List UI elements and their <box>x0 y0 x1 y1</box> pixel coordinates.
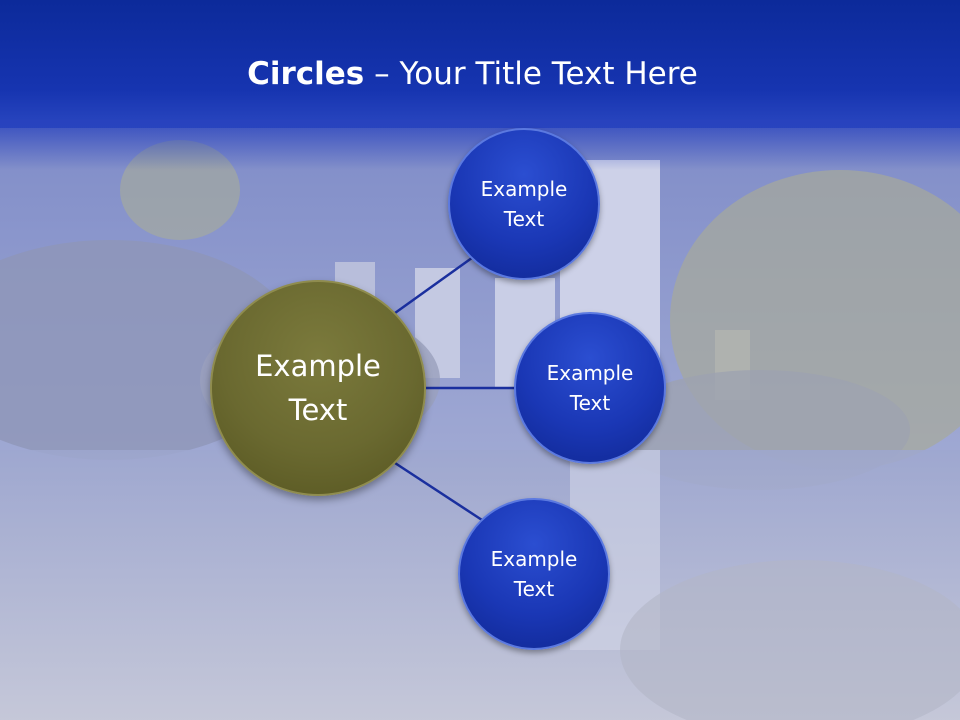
satellite-circle-top[interactable]: Example Text <box>448 128 600 280</box>
title-rest-part: – Your Title Text Here <box>364 56 698 92</box>
satellite-circle-label: Example Text <box>480 177 568 231</box>
satellite-circle-label: Example Text <box>490 547 578 601</box>
satellite-circle-middle[interactable]: Example Text <box>514 312 666 464</box>
connector-line-top <box>394 253 477 315</box>
satellite-circle-bottom[interactable]: Example Text <box>458 498 610 650</box>
satellite-circle-label: Example Text <box>546 361 634 415</box>
tree-shape <box>620 560 960 720</box>
title-bold-part: Circles <box>247 56 365 92</box>
slide-title[interactable]: Circles – Your Title Text Here <box>0 52 945 96</box>
center-circle-label: Example Text <box>255 349 381 427</box>
connector-line-bottom <box>394 461 483 522</box>
title-bar <box>0 0 960 128</box>
center-circle[interactable]: Example Text <box>210 280 426 496</box>
